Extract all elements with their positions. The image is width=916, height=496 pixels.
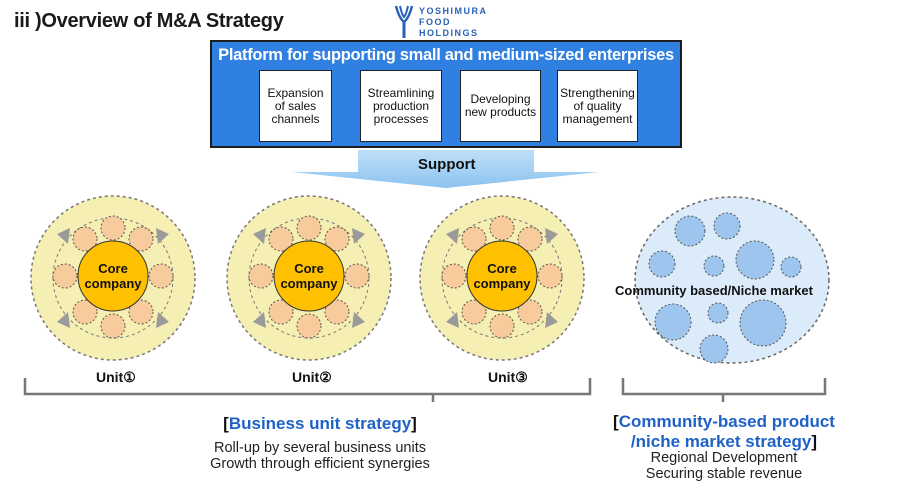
unit-2-label: Unit② xyxy=(292,369,332,385)
community-strategy-heading-1: Community-based product xyxy=(618,412,835,431)
satellite-companies xyxy=(248,215,370,339)
business-strategy-title: [Business unit strategy] xyxy=(150,414,490,434)
niche-market-label: Community based/Niche market xyxy=(615,283,813,298)
community-strategy-title-line-1: [Community-based product xyxy=(584,412,864,432)
community-strategy-line-2: Securing stable revenue xyxy=(645,466,803,482)
bracket-open: [ xyxy=(613,412,619,431)
satellite-companies xyxy=(52,215,174,339)
company-logo: YOSHIMURA FOOD HOLDINGS xyxy=(393,4,533,40)
unit-3-label: Unit③ xyxy=(488,369,528,385)
community-strategy-line-1: Regional Development xyxy=(650,450,798,466)
business-strategy-line-1: Roll-up by several business units xyxy=(214,440,426,456)
community-bracket xyxy=(621,378,827,402)
business-strategy-heading: Business unit strategy xyxy=(228,414,412,433)
core-company-circle xyxy=(77,240,149,312)
support-arrow xyxy=(292,150,600,188)
business-strategy-line-2: Growth through efficient synergies xyxy=(210,456,430,472)
unit-1-cluster xyxy=(30,195,196,361)
platform-box-production: Streamlining production processes xyxy=(360,70,442,142)
platform-title: Platform for supporting small and medium… xyxy=(218,46,674,64)
satellite-companies xyxy=(441,215,563,339)
logo-line-2: FOOD xyxy=(419,17,451,27)
unit-3-cluster xyxy=(419,195,585,361)
unit-2-cluster xyxy=(226,195,392,361)
unit-1-label: Unit① xyxy=(96,369,136,385)
expansion-arrows xyxy=(253,228,365,328)
support-label: Support xyxy=(418,156,476,173)
community-strategy-heading-2: /niche market strategy xyxy=(630,432,812,451)
platform-box-sales-channels: Expansion of sales channels xyxy=(259,70,332,142)
logo-line-3: HOLDINGS xyxy=(419,28,479,38)
bracket-close: ] xyxy=(811,432,818,451)
core-company-label-3: Core company xyxy=(473,261,531,291)
platform-box-new-products: Developing new products xyxy=(460,70,541,142)
niche-bubbles xyxy=(648,212,802,364)
core-company-circle xyxy=(466,240,538,312)
community-strategy-title: [Community-based product /niche market s… xyxy=(584,412,864,452)
core-company-circle xyxy=(273,240,345,312)
bracket-open: [ xyxy=(223,414,229,433)
platform-box-quality: Strengthening of quality management xyxy=(557,70,638,142)
page-title: iii )Overview of M&A Strategy xyxy=(14,10,284,32)
core-company-label-2: Core company xyxy=(280,261,338,291)
logo-line-1: YOSHIMURA xyxy=(419,6,488,16)
core-company-label-1: Core company xyxy=(84,261,142,291)
logo-text: YOSHIMURA FOOD HOLDINGS xyxy=(419,6,488,39)
niche-market-cluster xyxy=(634,196,830,364)
community-strategy-title-line-2: /niche market strategy] xyxy=(584,432,864,452)
business-unit-bracket xyxy=(23,378,592,402)
expansion-arrows xyxy=(57,228,169,328)
platform-panel: Platform for supporting small and medium… xyxy=(210,40,682,148)
expansion-arrows xyxy=(446,228,558,328)
bracket-close: ] xyxy=(411,414,417,433)
logo-icon xyxy=(394,5,414,38)
